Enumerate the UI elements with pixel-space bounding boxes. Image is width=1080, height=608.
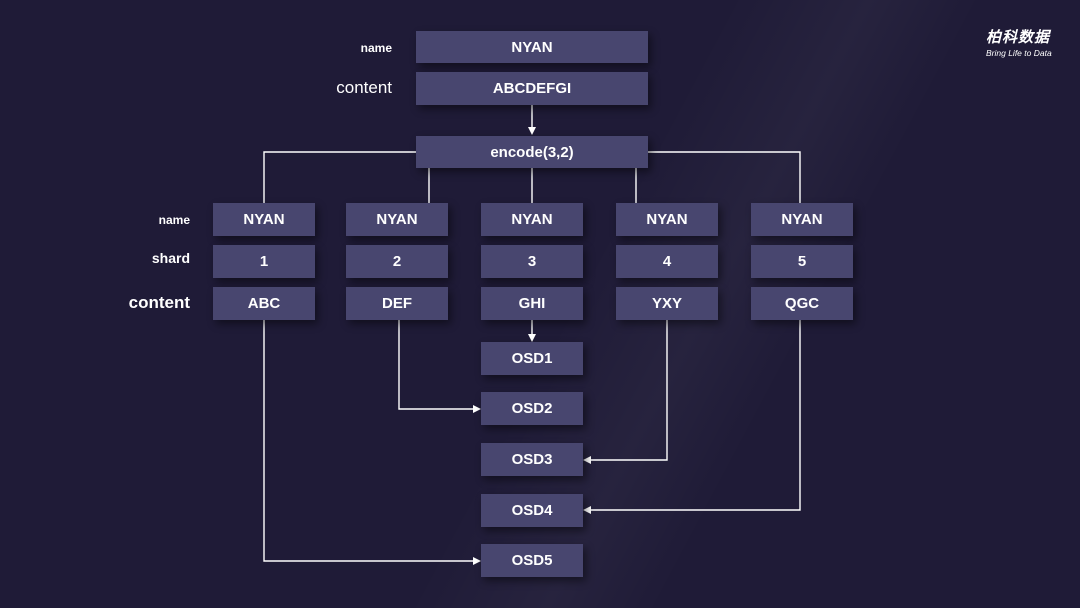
shard-content-box: YXY [616,287,718,320]
brand-tagline: Bring Life to Data [986,48,1052,58]
brand-logo: 柏科数据 Bring Life to Data [986,26,1052,58]
osd-box-3: OSD3 [481,443,583,476]
shard-content-box: DEF [346,287,448,320]
line-encode-to-shard-1 [263,151,416,203]
brand-name: 柏科数据 [986,29,1051,46]
shard-number-label: shard [151,250,190,266]
source-name-label: name [360,41,392,55]
arrow-shard-4-to-osd3 [583,320,668,464]
encode-box: encode(3,2) [416,136,648,168]
line-encode-to-shard-5 [648,151,801,203]
shard-name-box: NYAN [346,203,448,236]
shard-content-box: QGC [751,287,853,320]
source-content-label: content [336,78,392,97]
shard-number-box: 5 [751,245,853,278]
osd-box-5: OSD5 [481,544,583,577]
source-name-box: NYAN [416,31,648,63]
shard-content-box: GHI [481,287,583,320]
arrow-shard-1-to-osd5 [263,320,481,565]
osd-box-2: OSD2 [481,392,583,425]
arrow-shard-5-to-osd4 [583,320,801,514]
osd-box-1: OSD1 [481,342,583,375]
source-content-box: ABCDEFGI [416,72,648,105]
shard-number-box: 1 [213,245,315,278]
shard-name-box: NYAN [213,203,315,236]
osd-box-4: OSD4 [481,494,583,527]
arrow-shard-2-to-osd2 [398,320,481,413]
shard-name-box: NYAN [616,203,718,236]
shard-name-box: NYAN [751,203,853,236]
shard-number-box: 2 [346,245,448,278]
shard-number-box: 3 [481,245,583,278]
shard-number-box: 4 [616,245,718,278]
shard-name-box: NYAN [481,203,583,236]
shard-name-label: name [158,213,190,227]
shard-content-box: ABC [213,287,315,320]
shard-content-label: content [128,293,190,312]
